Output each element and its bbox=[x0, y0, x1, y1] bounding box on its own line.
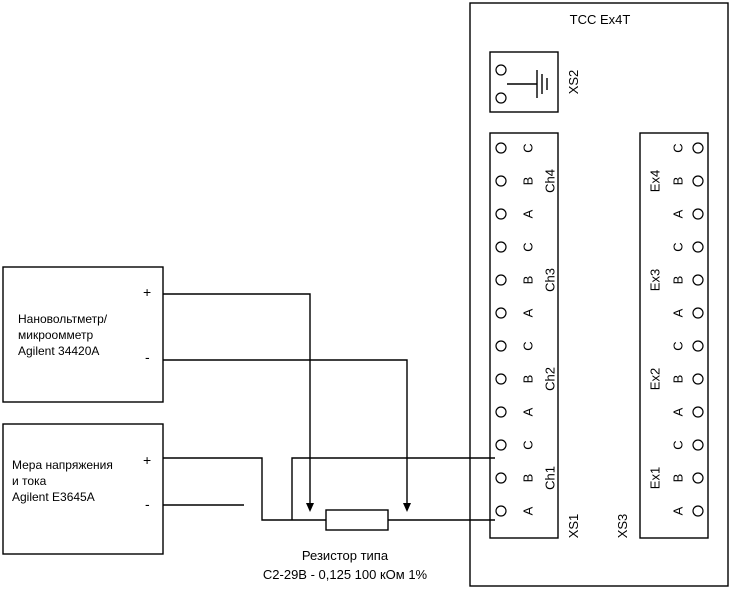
xs1-pin-letter: B bbox=[521, 474, 536, 483]
ex-label: Ex3 bbox=[648, 269, 663, 291]
xs1-box bbox=[489, 132, 559, 539]
xs3-pin bbox=[692, 175, 704, 187]
voltmeter-instrument: Нановольтметр/ микроомметр Agilent 34420… bbox=[2, 266, 164, 403]
channel-label: Ch2 bbox=[543, 367, 558, 391]
xs1-pin-letter: B bbox=[521, 375, 536, 384]
wire-source-plus bbox=[163, 457, 326, 521]
xs1-pin-letter: C bbox=[521, 341, 536, 350]
xs2-pin-2 bbox=[495, 92, 507, 104]
xs3-pin bbox=[692, 307, 704, 319]
xs1-pin-letter: A bbox=[521, 506, 536, 515]
xs1-label: XS1 bbox=[566, 514, 581, 539]
arrow-left-icon bbox=[306, 503, 314, 512]
xs1-pin bbox=[495, 472, 507, 484]
xs1-pin-letter: B bbox=[521, 177, 536, 186]
voltmeter-minus: - bbox=[145, 349, 150, 365]
xs3-pin-letter: A bbox=[671, 308, 686, 317]
xs1-pin bbox=[495, 142, 507, 154]
xs2-label: XS2 bbox=[566, 70, 581, 95]
xs1-pin-letter: C bbox=[521, 143, 536, 152]
voltmeter-line-2: микроомметр bbox=[18, 328, 93, 342]
wire-voltmeter-minus bbox=[163, 359, 408, 503]
device-enclosure bbox=[469, 2, 729, 587]
voltmeter-plus: + bbox=[143, 284, 151, 300]
xs1-pin-letter: C bbox=[521, 440, 536, 449]
xs3-pin bbox=[692, 274, 704, 286]
xs3-pin-letter: A bbox=[671, 506, 686, 515]
wiring bbox=[163, 293, 495, 521]
xs2-connector: XS2 bbox=[489, 51, 581, 113]
xs1-pin bbox=[495, 274, 507, 286]
xs3-pin bbox=[692, 373, 704, 385]
xs1-pin bbox=[495, 373, 507, 385]
source-box bbox=[2, 423, 164, 555]
xs3-pin-letter: B bbox=[671, 375, 686, 384]
source-line-3: Agilent E3645A bbox=[12, 490, 95, 504]
xs3-pin-letter: B bbox=[671, 276, 686, 285]
xs3-pin-letter: C bbox=[671, 440, 686, 449]
xs3-pin-letter: B bbox=[671, 474, 686, 483]
xs1-pin bbox=[495, 439, 507, 451]
xs3-box bbox=[639, 132, 709, 539]
xs3-label: XS3 bbox=[615, 514, 630, 539]
source-minus: - bbox=[145, 496, 150, 512]
resistor-symbol bbox=[325, 509, 389, 531]
ex-label: Ex2 bbox=[648, 368, 663, 390]
xs1-pin bbox=[495, 307, 507, 319]
xs1-pin-letter: A bbox=[521, 407, 536, 416]
xs1-pin-letter: A bbox=[521, 209, 536, 218]
voltmeter-box bbox=[2, 266, 164, 403]
xs1-pin bbox=[495, 340, 507, 352]
xs2-pin-1 bbox=[495, 64, 507, 76]
source-plus: + bbox=[143, 452, 151, 468]
source-line-2: и тока bbox=[12, 474, 47, 488]
xs3-pin-letter: B bbox=[671, 177, 686, 186]
wire-ch1-c bbox=[291, 457, 495, 520]
channel-label: Ch3 bbox=[543, 268, 558, 292]
xs3-pin bbox=[692, 472, 704, 484]
xs2-box bbox=[489, 51, 559, 113]
xs3-pin bbox=[692, 241, 704, 253]
arrow-right-icon bbox=[403, 503, 411, 512]
xs1-pin bbox=[495, 241, 507, 253]
resistor-line-2: С2-29В - 0,125 100 кОм 1% bbox=[263, 567, 428, 582]
wire-voltmeter-plus bbox=[163, 293, 311, 503]
channel-label: Ch4 bbox=[543, 169, 558, 193]
xs3-pin bbox=[692, 439, 704, 451]
xs1-pin bbox=[495, 208, 507, 220]
xs1-pin bbox=[495, 505, 507, 517]
xs3-pin bbox=[692, 208, 704, 220]
xs3-pin bbox=[692, 340, 704, 352]
xs3-pin-letter: A bbox=[671, 209, 686, 218]
xs1-pin bbox=[495, 406, 507, 418]
xs1-pin-letter: A bbox=[521, 308, 536, 317]
ground-symbol-icon bbox=[507, 70, 548, 98]
xs1-pin-letter: B bbox=[521, 276, 536, 285]
xs3-pin bbox=[692, 505, 704, 517]
voltmeter-line-1: Нановольтметр/ bbox=[18, 312, 108, 326]
source-line-1: Мера напряжения bbox=[12, 458, 113, 472]
ex-label: Ex4 bbox=[648, 170, 663, 192]
xs3-pin-letter: C bbox=[671, 341, 686, 350]
device-title: ТСС Ex4T bbox=[570, 12, 631, 27]
resistor-line-1: Резистор типа bbox=[302, 548, 389, 563]
xs3-pin-letter: C bbox=[671, 143, 686, 152]
source-instrument: Мера напряжения и тока Agilent E3645A + … bbox=[2, 423, 164, 555]
xs3-pin-letter: A bbox=[671, 407, 686, 416]
xs3-pin bbox=[692, 406, 704, 418]
xs1-pin-letter: C bbox=[521, 242, 536, 251]
xs3-pin-letter: C bbox=[671, 242, 686, 251]
xs3-pin bbox=[692, 142, 704, 154]
voltmeter-line-3: Agilent 34420A bbox=[18, 344, 99, 358]
xs1-pin bbox=[495, 175, 507, 187]
channel-label: Ch1 bbox=[543, 466, 558, 490]
ex-label: Ex1 bbox=[648, 467, 663, 489]
